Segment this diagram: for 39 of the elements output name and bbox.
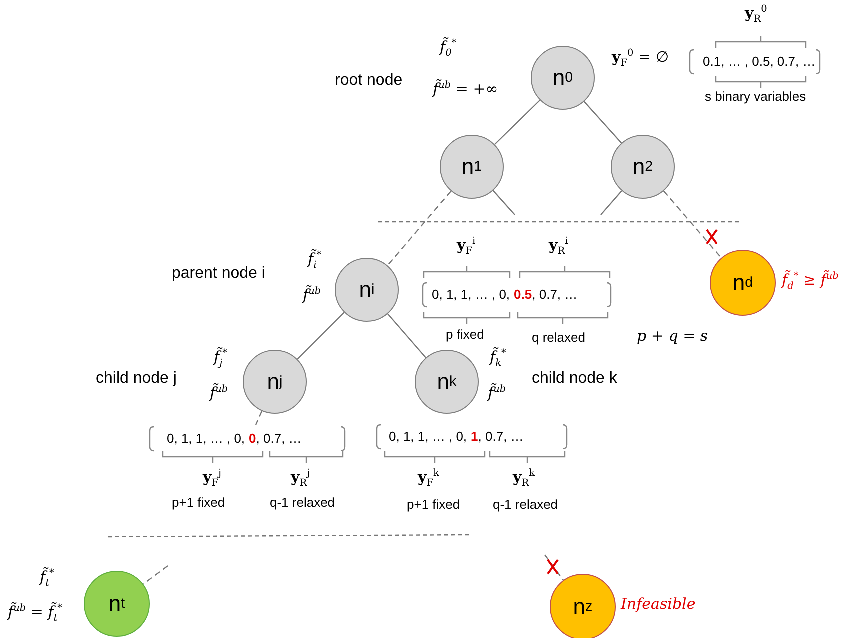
math-label: f̃$^{ub}$ (210, 384, 228, 402)
branch-line (584, 101, 622, 144)
vector-values: , 0.7, … (532, 287, 578, 302)
branch-line (600, 190, 622, 216)
vector-values: 0, 1, 1, … , 0, (167, 431, 246, 446)
node-caption: child node j (96, 370, 177, 388)
vector-values: , 0.7, … (478, 429, 524, 444)
dashed-branch-line (663, 190, 722, 258)
math-label: f̃$^{ub}$ (488, 384, 506, 402)
branch-line (494, 100, 541, 146)
branch-line (388, 314, 426, 358)
vector-values: 0, 1, 1, … , 0, (432, 287, 510, 302)
bracket-caption: s binary variables (705, 90, 806, 105)
bracket-caption: p+1 fixed (172, 496, 226, 511)
math-label: f̃$^{ub}$ = +∞ (433, 80, 498, 98)
vector-values: 0.1, … , 0.5, 0.7, … (703, 54, 816, 69)
node-caption: parent node i (172, 265, 266, 284)
vector-values: 0, 1, 1, … , 0, (389, 429, 468, 444)
bracket-caption: p+1 fixed (407, 498, 460, 513)
vector-values: , 0.7, … (256, 431, 302, 446)
dashed-branch-line (255, 411, 263, 426)
bracket-caption: p fixed (446, 328, 484, 343)
dashed-branch-line (544, 554, 564, 581)
branch-line (297, 312, 345, 360)
status-label: Infeasible (621, 596, 696, 614)
dashed-branch-line (387, 190, 452, 266)
bracket-caption: q relaxed (532, 331, 586, 346)
node-caption: root node (335, 72, 403, 90)
node-caption: child node k (532, 370, 618, 388)
highlighted-value: 0.5 (514, 287, 532, 302)
highlighted-value: 1 (471, 429, 478, 444)
math-label: f̃$^{ub}$ (303, 286, 322, 304)
highlighted-value: 0 (249, 431, 256, 446)
bracket-caption: q-1 relaxed (493, 498, 558, 513)
branch-line (492, 190, 516, 216)
math-label: p + q = s (637, 328, 708, 346)
math-label: f̃$_{d}$$^{*}$ ≥ f̃$^{ub}$ (782, 271, 839, 292)
bracket-caption: q-1 relaxed (270, 496, 336, 511)
math-label: y$_{F}$$^{0}$ = ∅ (612, 48, 669, 70)
